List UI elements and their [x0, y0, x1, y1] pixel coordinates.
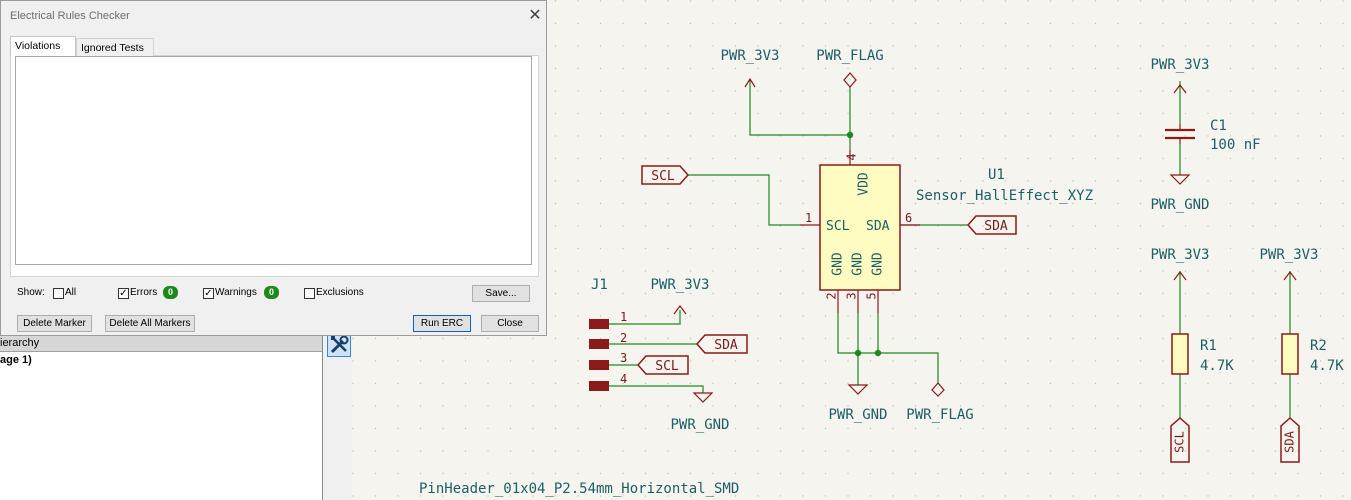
u1-pin-number-gnd1: 2 [825, 292, 839, 299]
u1-pin-number-gnd2: 3 [845, 292, 859, 299]
pwr-3v3-u1-label: PWR_3V3 [720, 48, 779, 64]
pwr-flag-top-label: PWR_FLAG [816, 48, 883, 64]
c1-value[interactable]: 100 nF [1210, 137, 1261, 153]
j1-pin-number-2: 2 [620, 331, 627, 345]
filter-errors-label: Errors [130, 287, 158, 298]
u1-reference[interactable]: U1 [988, 167, 1005, 183]
u1-pin-number-sda: 6 [905, 211, 912, 225]
pwr-flag-bottom-label: PWR_FLAG [906, 407, 973, 423]
tools-button[interactable] [327, 333, 351, 357]
show-label: Show: [17, 287, 45, 298]
u1-pin-number-vdd: 4 [845, 153, 859, 160]
junctions [846, 131, 882, 357]
pwr-flag-bottom-symbol[interactable]: PWR_FLAG [906, 382, 974, 423]
r1-symbol[interactable] [1171, 333, 1189, 375]
j1-footprint[interactable]: PinHeader_01x04_P2.54mm_Horizontal_SMD [419, 481, 739, 497]
r2-symbol[interactable] [1281, 333, 1299, 375]
filter-warnings-label: Warnings [215, 287, 257, 298]
u1-pin-gnd1-name: GND [831, 252, 846, 276]
tab-violations[interactable]: Violations (0) [10, 36, 76, 70]
u1-pin-scl-name: SCL [826, 219, 850, 234]
close-icon[interactable]: ✕ [528, 7, 542, 24]
tab-ignored-tests[interactable]: Ignored Tests (4) [76, 38, 154, 72]
u1-symbol[interactable]: VDD SCL SDA GND GND GND 4 1 6 2 3 5 [800, 150, 920, 313]
errors-count-badge: 0 [163, 286, 178, 299]
j1-pin-number-3: 3 [620, 351, 627, 365]
pwr-flag-top-symbol[interactable]: PWR_FLAG [816, 48, 884, 88]
hier-label-sda-r2[interactable]: SDA [1280, 416, 1300, 463]
u1-pin-gnd3-name: GND [871, 252, 886, 276]
erc-dialog: Electrical Rules Checker ✕ Violations (0… [0, 0, 547, 336]
c1-reference[interactable]: C1 [1210, 118, 1227, 134]
hierarchy-panel-title: ierarchy [0, 335, 322, 352]
global-label-sda-u1-text: SDA [984, 219, 1008, 234]
checkmark-icon: ✓ [119, 288, 128, 299]
global-label-scl-u1[interactable]: SCL [641, 165, 690, 185]
r1-value[interactable]: 4.7K [1200, 358, 1234, 374]
wrench-screwdriver-icon [330, 335, 349, 354]
global-label-scl-j1[interactable]: SCL [636, 355, 689, 375]
pwr-3v3-u1-symbol[interactable]: PWR_3V3 [720, 48, 780, 88]
pwr-3v3-r1-symbol[interactable]: PWR_3V3 [1150, 247, 1210, 281]
global-label-sda-u1[interactable]: SDA [966, 215, 1017, 235]
warnings-count-badge: 0 [264, 286, 279, 299]
hier-label-scl-r1[interactable]: SCL [1170, 416, 1190, 463]
filter-exclusions-label: Exclusions [316, 287, 364, 298]
global-label-sda-j1-text: SDA [714, 338, 738, 353]
j1-pin-number-1: 1 [620, 310, 627, 324]
r1-reference[interactable]: R1 [1200, 338, 1217, 354]
checkmark-icon: ✓ [204, 288, 213, 299]
filter-all-label: All [65, 287, 77, 298]
global-label-scl-u1-text: SCL [651, 169, 675, 184]
j1-pin-number-4: 4 [620, 372, 627, 386]
c1-symbol[interactable] [1165, 124, 1195, 144]
filter-warnings-checkbox[interactable]: ✓ [203, 288, 214, 299]
wires [609, 81, 1291, 418]
r2-reference[interactable]: R2 [1310, 338, 1327, 354]
r2-value[interactable]: 4.7K [1310, 358, 1344, 374]
pwr-gnd-u1-symbol[interactable]: PWR_GND [828, 384, 888, 423]
u1-pin-number-gnd3: 5 [865, 292, 879, 299]
pwr-gnd-j1-label: PWR_GND [670, 417, 729, 433]
pwr-gnd-c1-symbol[interactable]: PWR_GND [1150, 174, 1210, 213]
hier-label-scl-r1-text: SCL [1173, 431, 1187, 453]
u1-value[interactable]: Sensor_HallEffect_XYZ [916, 188, 1093, 204]
pwr-3v3-j1-label: PWR_3V3 [650, 277, 709, 293]
pwr-gnd-c1-label: PWR_GND [1150, 197, 1209, 213]
global-label-sda-j1[interactable]: SDA [695, 334, 748, 354]
pwr-3v3-c1-label: PWR_3V3 [1150, 57, 1209, 73]
u1-pin-vdd-name: VDD [857, 172, 872, 196]
j1-symbol[interactable]: 1 2 3 4 [589, 310, 627, 391]
pwr-gnd-u1-label: PWR_GND [828, 407, 887, 423]
u1-pin-sda-name: SDA [866, 219, 890, 234]
pwr-3v3-r2-label: PWR_3V3 [1259, 247, 1318, 263]
filter-errors-checkbox[interactable]: ✓ [118, 288, 129, 299]
pwr-3v3-c1-symbol[interactable]: PWR_3V3 [1150, 57, 1210, 94]
hierarchy-root-item[interactable]: age 1) [0, 354, 32, 366]
pwr-3v3-r2-symbol[interactable]: PWR_3V3 [1259, 247, 1319, 281]
global-label-scl-j1-text: SCL [655, 359, 679, 374]
hier-label-sda-r2-text: SDA [1283, 430, 1297, 452]
run-erc-button[interactable]: Run ERC [413, 315, 471, 332]
delete-all-markers-button[interactable]: Delete All Markers [105, 315, 195, 332]
u1-pin-number-scl: 1 [805, 211, 812, 225]
erc-dialog-title: Electrical Rules Checker [10, 10, 130, 22]
u1-pin-gnd2-name: GND [851, 252, 866, 276]
delete-marker-button[interactable]: Delete Marker [17, 315, 92, 332]
hierarchy-panel: ierarchy age 1) [0, 335, 323, 500]
pwr-3v3-r1-label: PWR_3V3 [1150, 247, 1209, 263]
pwr-3v3-j1-symbol[interactable]: PWR_3V3 [650, 277, 710, 315]
save-button[interactable]: Save... [472, 285, 530, 302]
j1-reference[interactable]: J1 [591, 277, 608, 293]
filter-all-checkbox[interactable] [53, 288, 64, 299]
filter-exclusions-checkbox[interactable] [304, 288, 315, 299]
close-button[interactable]: Close [481, 315, 539, 332]
pwr-gnd-j1-symbol[interactable]: PWR_GND [670, 392, 730, 433]
violations-list[interactable] [15, 56, 532, 265]
